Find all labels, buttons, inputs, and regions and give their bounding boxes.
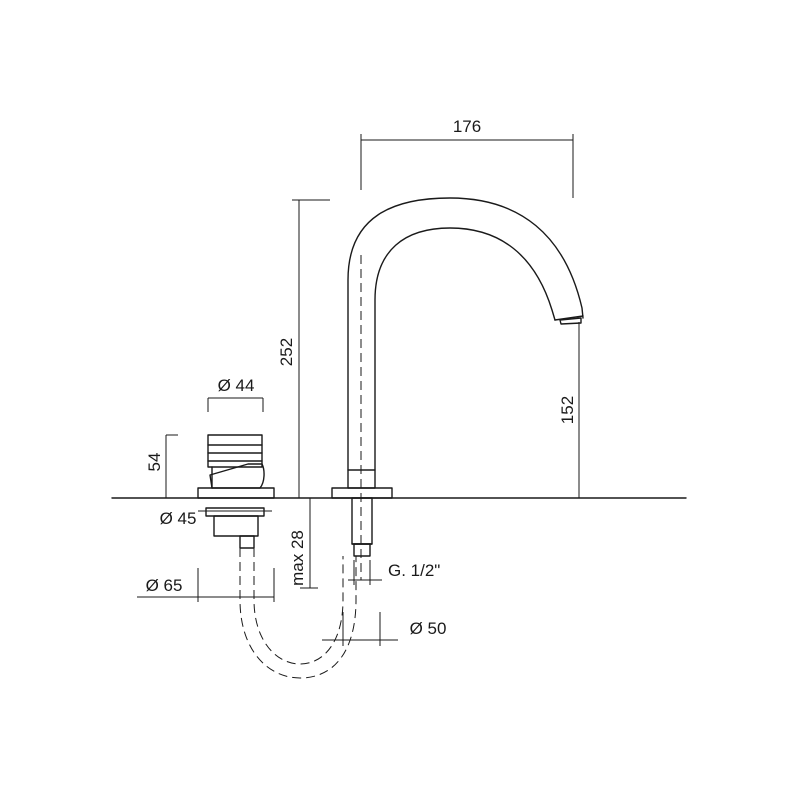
handle-base-rose xyxy=(197,487,275,499)
hose-connector xyxy=(239,535,255,549)
spout-inner-contour xyxy=(374,227,556,471)
spout xyxy=(331,197,584,580)
dim-handle-diameter-label: Ø 44 xyxy=(218,376,255,395)
dim-overall-height: 252 xyxy=(277,199,330,498)
dim-thread-size-label: G. 1/2" xyxy=(388,561,440,580)
dim-hose-bend-diameter: Ø 50 xyxy=(322,612,446,646)
spout-outlet-tip xyxy=(554,315,584,321)
dim-handle-height: 54 xyxy=(145,434,178,498)
hose-inner xyxy=(253,548,344,665)
handle-valve xyxy=(197,434,275,549)
handle-lock-nut xyxy=(205,507,265,517)
dim-hose-bend-diameter-label: Ø 50 xyxy=(410,619,447,638)
dim-handle-height-label: 54 xyxy=(145,453,164,472)
dim-handle-diameter: Ø 44 xyxy=(207,376,264,412)
dim-spout-reach: 176 xyxy=(360,117,574,198)
dim-handle-base-diameter: Ø 45 xyxy=(160,509,272,528)
dim-spout-reach-label: 176 xyxy=(453,117,481,136)
spout-outer-contour xyxy=(347,197,584,471)
spout-base-flange xyxy=(331,487,393,499)
dim-flange-diameter: Ø 65 xyxy=(137,568,275,602)
dim-handle-base-diameter-label: Ø 45 xyxy=(160,509,197,528)
dim-outlet-height: 152 xyxy=(558,322,580,498)
handle-under-body xyxy=(213,515,259,537)
spout-shank xyxy=(351,497,373,545)
flexible-hose xyxy=(239,548,357,679)
hose-outer xyxy=(239,548,357,679)
handle-knob xyxy=(207,434,263,468)
dim-thread-size: G. 1/2" xyxy=(348,560,440,585)
dim-overall-height-label: 252 xyxy=(277,338,296,366)
dim-max-deck-thickness: max 28 xyxy=(288,498,318,589)
dim-max-deck-thickness-label: max 28 xyxy=(288,530,307,586)
dim-flange-diameter-label: Ø 65 xyxy=(146,576,183,595)
dim-outlet-height-label: 152 xyxy=(558,396,577,424)
spout-thread-nipple xyxy=(353,543,371,557)
spout-outlet-cap xyxy=(559,317,582,325)
